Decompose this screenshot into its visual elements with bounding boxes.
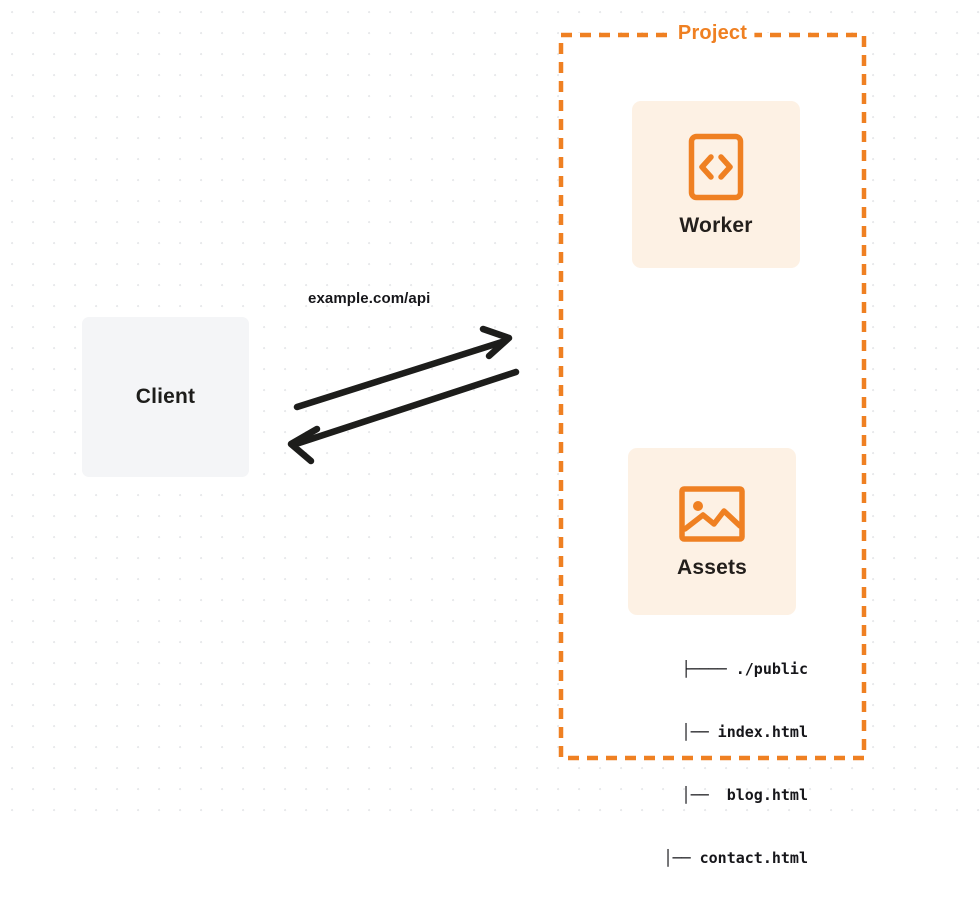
file-tree-line: │── index.html — [636, 723, 808, 741]
project-title: Project — [670, 23, 755, 44]
diagram-canvas: Client example.com/api Project Worker — [0, 0, 980, 867]
client-node[interactable]: Client — [82, 317, 249, 477]
image-icon — [679, 485, 745, 542]
client-label: Client — [135, 385, 196, 408]
file-tree-line: │── blog.html — [636, 786, 808, 804]
file-tree-line: ├──── ./public — [681, 660, 808, 678]
code-brackets-icon — [688, 133, 744, 200]
worker-label: Worker — [679, 213, 753, 237]
assets-node[interactable]: Assets — [628, 448, 796, 615]
assets-label: Assets — [676, 555, 748, 579]
connector-label: example.com/api — [308, 290, 431, 307]
request-arrow — [293, 325, 513, 411]
file-tree: ├──── ./public │── index.html │── blog.h… — [600, 617, 808, 911]
response-arrow — [287, 368, 520, 465]
worker-node[interactable]: Worker — [632, 101, 800, 268]
file-tree-line: │── contact.html — [618, 849, 808, 867]
